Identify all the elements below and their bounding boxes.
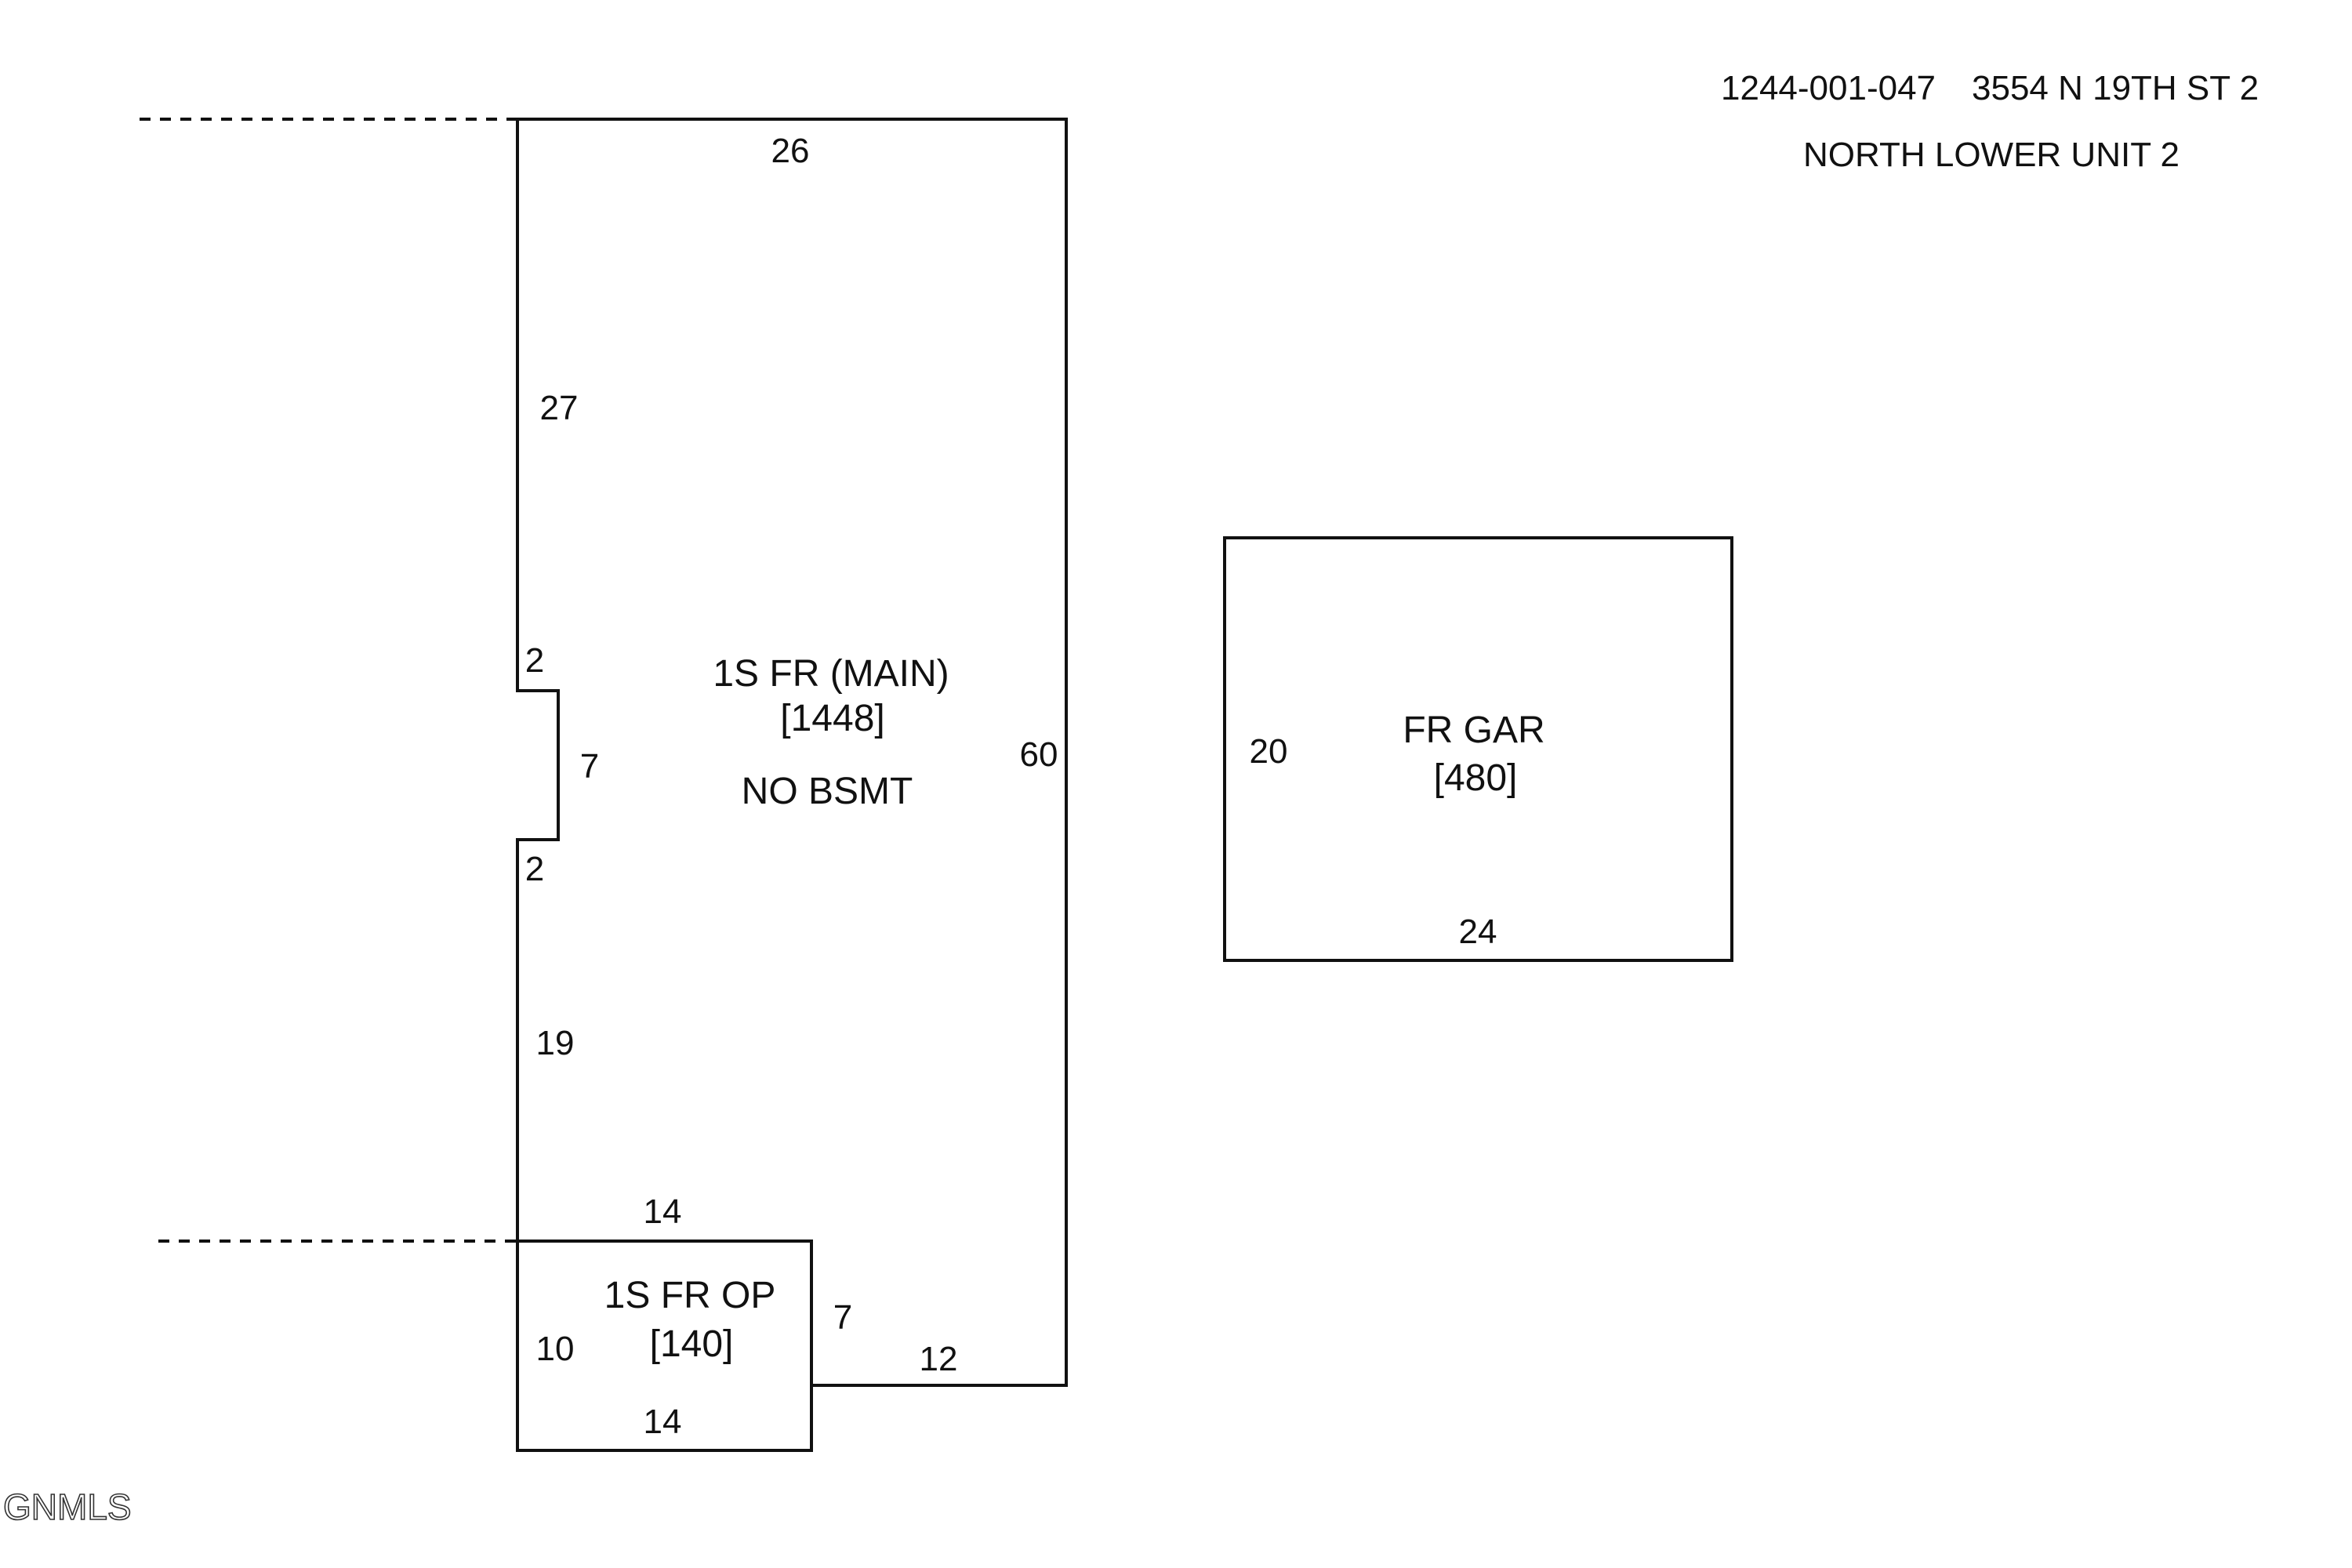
main-structure-label: 1S FR (MAIN)	[713, 653, 949, 695]
gnmls-watermark: GNMLS	[3, 1486, 132, 1527]
porch-dim-right: 7	[833, 1298, 852, 1337]
porch-area: [140]	[650, 1323, 734, 1365]
main-dim-left-lower: 19	[536, 1024, 575, 1062]
main-structure-outline	[516, 118, 1068, 1387]
garage-label: FR GAR	[1403, 710, 1544, 751]
porch-dim-top: 14	[644, 1192, 682, 1231]
porch-outline	[516, 1240, 813, 1452]
parcel-id: 1244-001-047	[1721, 69, 1936, 107]
porch-dim-left: 10	[536, 1330, 575, 1368]
main-structure-area: [1448]	[780, 698, 884, 739]
main-dim-top: 26	[771, 132, 810, 170]
main-structure-note: NO BSMT	[742, 771, 913, 812]
main-dim-right: 60	[1020, 735, 1058, 774]
garage-dim-left: 20	[1250, 732, 1288, 771]
porch-label: 1S FR OP	[604, 1275, 776, 1316]
garage-area: [480]	[1434, 757, 1518, 799]
parcel-unit: NORTH LOWER UNIT 2	[1803, 136, 2180, 174]
porch-dim-bottom: 14	[644, 1403, 682, 1441]
main-dim-bottom-right: 12	[920, 1340, 958, 1378]
garage-outline	[1223, 536, 1733, 962]
main-dim-left-upper: 27	[540, 389, 579, 427]
garage-dim-bottom: 24	[1459, 913, 1497, 951]
main-dim-notch-depth: 7	[580, 747, 599, 786]
main-dim-notch-bottom: 2	[525, 850, 544, 888]
parcel-address: 3554 N 19TH ST 2	[1972, 69, 2259, 107]
main-dim-notch-top: 2	[525, 641, 544, 680]
